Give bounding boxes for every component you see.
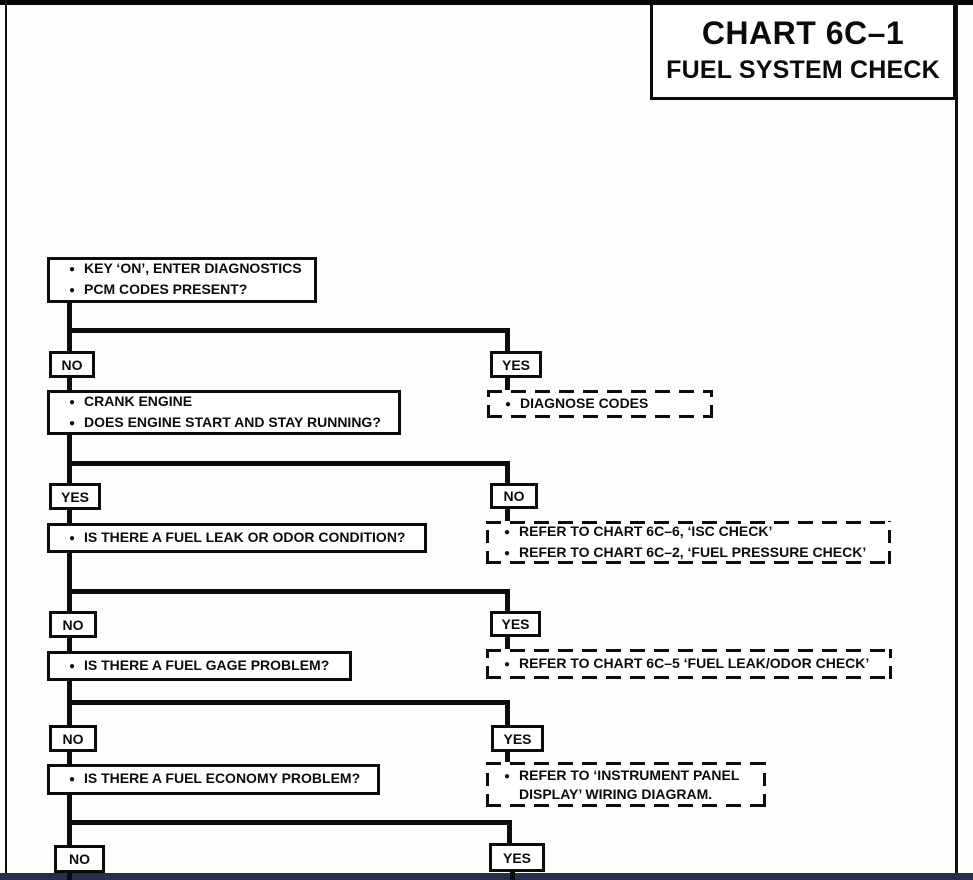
- bullet-item: KEY ‘ON’, ENTER DIAGNOSTICS: [60, 259, 306, 280]
- connector: [67, 871, 72, 880]
- bullet-icon: [495, 543, 519, 564]
- item-text: IS THERE A FUEL GAGE PROBLEM?: [84, 656, 330, 673]
- bullet-item: REFER TO CHART 6C–6, ‘ISC CHECK’: [495, 522, 883, 543]
- page-bottom-bar: [0, 873, 973, 880]
- chart-number: CHART 6C–1: [701, 14, 905, 51]
- item-text: REFER TO ‘INSTRUMENT PANEL DISPLAY’ WIRI…: [519, 766, 740, 802]
- bullet-icon: [496, 394, 520, 415]
- connector: [67, 700, 510, 705]
- item-text: REFER TO CHART 6C–2, ‘FUEL PRESSURE CHEC…: [519, 543, 867, 560]
- bullet-icon: [60, 656, 84, 677]
- branch-yes-label: YES: [490, 351, 542, 378]
- step-crank-engine: CRANK ENGINE DOES ENGINE START AND STAY …: [47, 390, 401, 435]
- item-text: IS THERE A FUEL LEAK OR ODOR CONDITION?: [84, 528, 406, 545]
- connector: [505, 700, 510, 726]
- bullet-icon: [495, 654, 519, 675]
- connector: [67, 461, 510, 466]
- chart-name: FUEL SYSTEM CHECK: [666, 56, 940, 85]
- page-right-border: [955, 0, 958, 880]
- connector: [67, 820, 512, 825]
- connector: [67, 637, 72, 652]
- connector: [67, 508, 72, 524]
- connector: [505, 377, 510, 391]
- connector: [505, 328, 510, 352]
- branch-yes-label: YES: [49, 483, 101, 510]
- bullet-icon: [495, 522, 519, 543]
- chart-title-box: CHART 6C–1 FUEL SYSTEM CHECK: [650, 0, 956, 100]
- page-top-border: [0, 0, 973, 5]
- connector: [67, 377, 72, 391]
- connector: [505, 507, 510, 523]
- bullet-icon: [60, 259, 84, 280]
- branch-no-label: NO: [49, 351, 95, 378]
- item-text: DOES ENGINE START AND STAY RUNNING?: [84, 413, 381, 430]
- bullet-icon: [60, 769, 84, 790]
- bullet-icon: [60, 413, 84, 434]
- connector: [505, 751, 510, 763]
- connector: [505, 461, 510, 484]
- bullet-item: DIAGNOSE CODES: [496, 394, 705, 415]
- step-fuel-economy-problem: IS THERE A FUEL ECONOMY PROBLEM?: [47, 764, 380, 795]
- branch-yes-label: YES: [491, 725, 544, 752]
- branch-no-label: NO: [54, 845, 105, 873]
- step-fuel-gage-problem: IS THERE A FUEL GAGE PROBLEM?: [47, 651, 352, 681]
- item-text: KEY ‘ON’, ENTER DIAGNOSTICS: [84, 260, 302, 276]
- item-text: IS THERE A FUEL ECONOMY PROBLEM?: [84, 770, 361, 786]
- bullet-item: IS THERE A FUEL ECONOMY PROBLEM?: [60, 769, 369, 790]
- step-fuel-leak-odor: IS THERE A FUEL LEAK OR ODOR CONDITION?: [47, 523, 427, 553]
- bullet-item: REFER TO CHART 6C–5 ‘FUEL LEAK/ODOR CHEC…: [495, 654, 884, 675]
- connector: [67, 552, 72, 612]
- action-refer-fuel-leak-odor: REFER TO CHART 6C–5 ‘FUEL LEAK/ODOR CHEC…: [486, 649, 892, 679]
- action-diagnose-codes: DIAGNOSE CODES: [487, 390, 713, 418]
- bullet-icon: [60, 392, 84, 413]
- branch-no-label: NO: [490, 483, 538, 509]
- connector: [510, 870, 515, 880]
- branch-yes-label: YES: [490, 611, 541, 637]
- connector: [67, 300, 72, 352]
- connector: [505, 636, 510, 650]
- step-key-on-diagnostics: KEY ‘ON’, ENTER DIAGNOSTICS PCM CODES PR…: [47, 257, 317, 303]
- connector: [67, 328, 510, 333]
- connector: [67, 589, 510, 594]
- connector: [67, 751, 72, 765]
- bullet-item: CRANK ENGINE: [60, 392, 390, 413]
- action-refer-instrument-panel: REFER TO ‘INSTRUMENT PANEL DISPLAY’ WIRI…: [486, 762, 766, 807]
- item-text: REFER TO CHART 6C–6, ‘ISC CHECK’: [519, 522, 773, 539]
- bullet-item: REFER TO CHART 6C–2, ‘FUEL PRESSURE CHEC…: [495, 543, 883, 564]
- item-text: REFER TO CHART 6C–5 ‘FUEL LEAK/ODOR CHEC…: [519, 654, 870, 671]
- item-text: DIAGNOSE CODES: [520, 394, 649, 411]
- bullet-item: PCM CODES PRESENT?: [60, 280, 306, 301]
- branch-no-label: NO: [49, 725, 97, 752]
- bullet-icon: [60, 280, 84, 301]
- connector: [67, 433, 72, 484]
- action-refer-isc-fuel-pressure: REFER TO CHART 6C–6, ‘ISC CHECK’ REFER T…: [486, 521, 891, 564]
- bullet-item: IS THERE A FUEL LEAK OR ODOR CONDITION?: [60, 528, 416, 549]
- branch-no-label: NO: [49, 611, 97, 638]
- item-text: CRANK ENGINE: [84, 392, 193, 409]
- branch-yes-label: YES: [489, 843, 545, 872]
- connector: [505, 589, 510, 612]
- bullet-item: REFER TO ‘INSTRUMENT PANEL DISPLAY’ WIRI…: [495, 766, 758, 804]
- bullet-icon: [495, 766, 519, 787]
- item-text: PCM CODES PRESENT?: [84, 281, 248, 297]
- bullet-item: DOES ENGINE START AND STAY RUNNING?: [60, 413, 390, 434]
- page-left-border: [5, 0, 7, 880]
- bullet-icon: [60, 528, 84, 549]
- bullet-item: IS THERE A FUEL GAGE PROBLEM?: [60, 656, 341, 677]
- connector: [507, 820, 512, 844]
